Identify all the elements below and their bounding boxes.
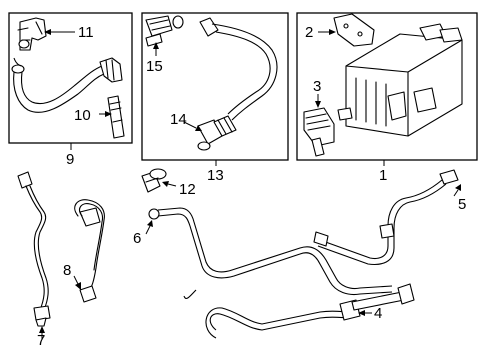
group-box-1: [296, 12, 478, 161]
arrowhead-11: [44, 29, 51, 35]
part-2-bracket: [333, 13, 375, 47]
callout-3: 3: [313, 78, 321, 95]
callout-1: 1: [379, 167, 387, 184]
arrowhead-15: [153, 42, 159, 49]
callout-9: 9: [66, 151, 74, 168]
part-4-hose-assembly: [205, 283, 415, 339]
part-7-oxygen-sensor: [17, 171, 51, 327]
part-12-grommet: [141, 168, 167, 193]
arrowhead-8: [75, 282, 81, 290]
part-10-straight-connector: [107, 95, 125, 139]
leader-12: [167, 183, 177, 187]
callout-10: 10: [74, 107, 91, 124]
arrowhead-3: [315, 101, 321, 108]
arrowhead-10: [105, 111, 112, 117]
callout-2: 2: [305, 24, 313, 41]
group-box-13: [141, 12, 289, 161]
callout-11: 11: [78, 24, 94, 41]
part-9-hose-assembly: [11, 57, 123, 113]
callout-8: 8: [63, 262, 71, 279]
callout-12: 12: [179, 181, 196, 198]
leader-8: [73, 275, 79, 285]
callout-14: 14: [170, 111, 187, 128]
callout-7: 7: [37, 332, 45, 349]
callout-5: 5: [458, 196, 466, 213]
callout-13: 13: [207, 167, 224, 184]
callout-15: 15: [146, 58, 163, 75]
part-3-purge-valve: [303, 107, 353, 157]
callout-4: 4: [374, 305, 382, 322]
arrowhead-4: [358, 310, 365, 316]
leader-14: [183, 121, 197, 129]
part-11-elbow-connector: [17, 17, 47, 51]
leader-6: [145, 225, 151, 235]
part-6-vapor-line: [148, 207, 393, 299]
part-5-tube-assembly: [313, 169, 459, 266]
arrowhead-14: [195, 125, 202, 131]
part-13-vapor-hose: [199, 17, 278, 121]
part-8-oxygen-sensor: [74, 199, 105, 303]
arrowhead-6: [147, 220, 153, 227]
part-14-quick-connector: [197, 115, 237, 151]
arrowhead-5: [455, 184, 461, 191]
arrowhead-2: [329, 29, 336, 35]
part-15-hose-fitting: [145, 15, 184, 47]
leader-5: [453, 189, 459, 197]
arrowhead-12: [162, 181, 169, 187]
callout-6: 6: [133, 230, 141, 247]
part-1-charcoal-canister: [345, 23, 463, 137]
arrowhead-7: [39, 326, 45, 333]
